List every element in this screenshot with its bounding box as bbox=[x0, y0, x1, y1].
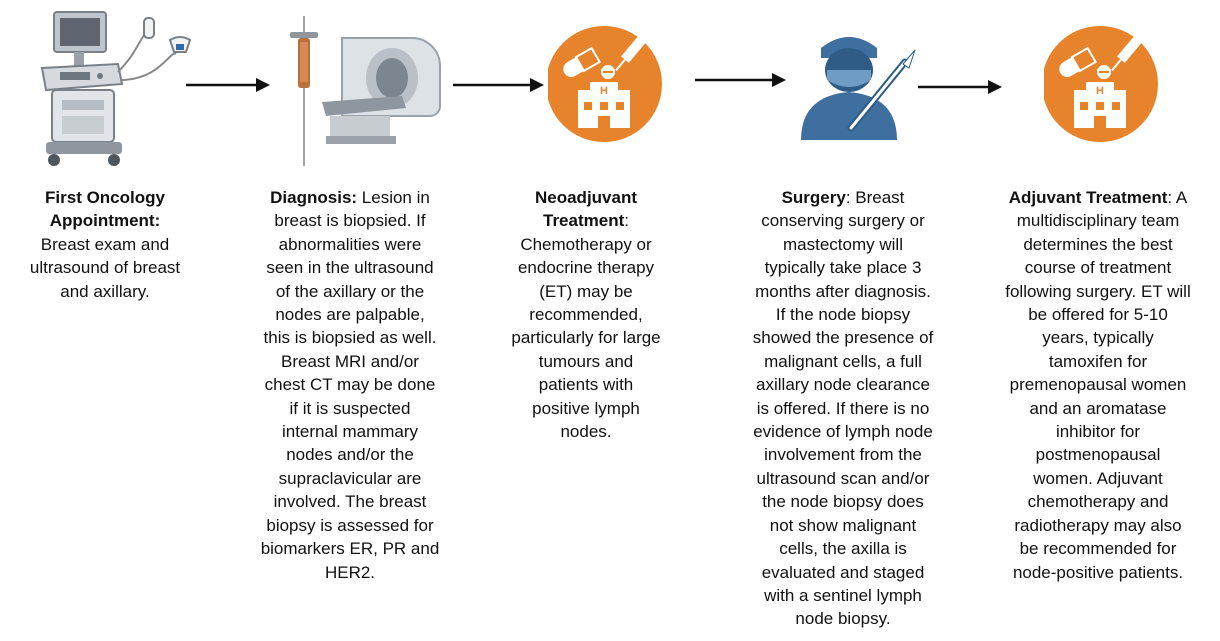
step-body: : Breast conserving surgery or mastectom… bbox=[752, 188, 934, 629]
step-diagnosis-text: Diagnosis: Lesion in breast is biopsied.… bbox=[234, 186, 466, 584]
ultrasound-machine-icon bbox=[40, 11, 192, 166]
surgeon-scalpel-icon bbox=[801, 37, 916, 140]
svg-text:H: H bbox=[1096, 85, 1104, 97]
step-body: : A multidisciplinary team determines th… bbox=[1005, 188, 1191, 582]
step-title: First Oncology Appointment: bbox=[45, 188, 165, 231]
step-body: Breast exam and ultrasound of breast and… bbox=[29, 234, 181, 301]
step-first-appointment-text: First Oncology Appointment:Breast exam a… bbox=[2, 186, 208, 303]
step-title: Surgery bbox=[781, 188, 846, 207]
biopsy-needle-and-mri-scanner-icon bbox=[290, 16, 441, 166]
step-title: Diagnosis: bbox=[270, 188, 358, 207]
hospital-medication-syringe-icon: H bbox=[1044, 18, 1158, 142]
step-surgery-text: Surgery: Breast conserving surgery or ma… bbox=[722, 186, 964, 631]
step-title: Neoadjuvant Treatment bbox=[534, 188, 638, 231]
svg-text:H: H bbox=[600, 85, 608, 97]
step-title: Adjuvant Treatment bbox=[1008, 188, 1168, 207]
arrow-right-2 bbox=[453, 78, 544, 92]
step-body: Lesion in breast is biopsied. If abnorma… bbox=[260, 188, 440, 582]
step-adjuvant-text: Adjuvant Treatment: A multidisciplinary … bbox=[976, 186, 1220, 584]
step-neoadjuvant-text: Neoadjuvant Treatment: Chemotherapy or e… bbox=[488, 186, 684, 443]
arrow-right-1 bbox=[186, 78, 270, 92]
hospital-medication-syringe-icon: H bbox=[548, 18, 662, 142]
arrow-right-4 bbox=[918, 80, 1002, 94]
arrow-right-3 bbox=[695, 73, 786, 87]
step-body: : Chemotherapy or endocrine therapy (ET)… bbox=[511, 211, 661, 442]
